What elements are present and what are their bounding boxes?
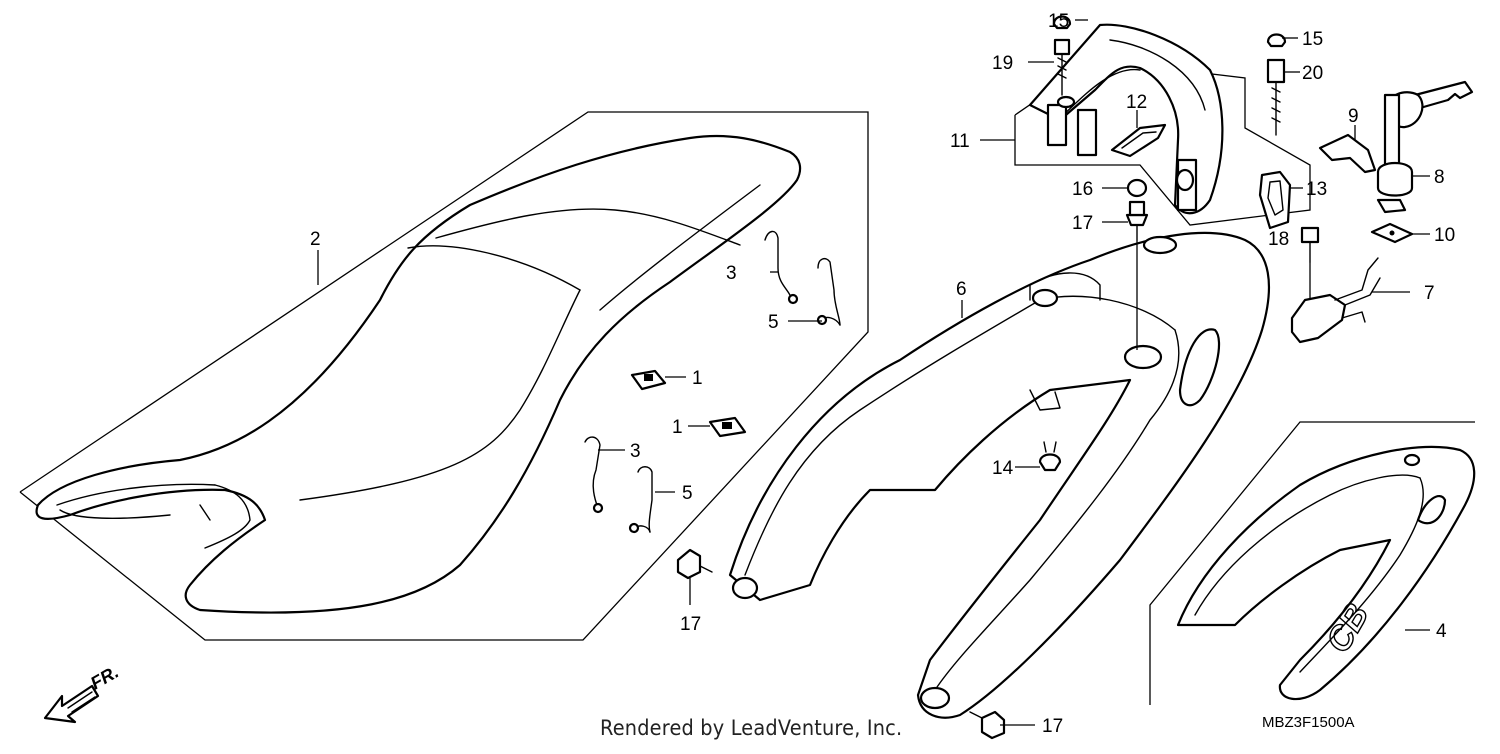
nut-upper-illustration [630,369,667,391]
front-direction-arrow: FR. [43,662,122,724]
bolt-17-left-illustration [676,548,713,580]
grab-rail-illustration [1028,23,1224,215]
callout-17-top: 17 [1072,213,1093,234]
bolt-20-illustration [1266,58,1286,136]
callout-19: 19 [992,53,1013,74]
grommet-16-illustration [1126,178,1148,198]
bolt-17-bottom-illustration [969,710,1006,740]
callout-17-left: 17 [680,614,701,635]
bolt-17-top-illustration [1125,200,1149,241]
callout-8: 8 [1434,167,1445,188]
callout-10: 10 [1434,225,1455,246]
callout-11: 11 [950,131,970,152]
cap-15-right-illustration [1266,33,1287,48]
callout-18: 18 [1268,229,1289,250]
callout-16: 16 [1072,179,1093,200]
callout-5-lower: 5 [682,483,693,504]
key-cylinder-illustration [1376,80,1474,214]
rear-cowl-illustration [728,231,1271,719]
bolt-19-illustration [1053,38,1071,96]
footer-credit: Rendered by LeadVenture, Inc. [600,716,903,740]
side-cover-illustration: CB [1176,445,1476,701]
callout-1-upper: 1 [692,368,703,389]
callout-4: 4 [1436,621,1447,642]
leader-lines [317,19,1430,726]
callout-5-upper: 5 [768,312,779,333]
plate-10-illustration [1370,222,1414,244]
callout-2: 2 [310,229,321,250]
callout-7: 7 [1424,283,1435,304]
diagram-code: MBZ3F1500A [1262,714,1355,731]
callout-3-upper: 3 [726,263,737,284]
callout-1-lower: 1 [672,417,683,438]
clip-9-illustration [1318,133,1377,174]
bolt-18-illustration [1300,226,1320,263]
clip-upper-illustration [764,230,841,326]
callout-13: 13 [1306,179,1327,200]
side-cover-frame [1149,421,1475,705]
callout-15-left: 15 [1048,11,1069,32]
callout-9: 9 [1348,106,1359,127]
nut-lower-illustration [708,416,747,438]
callout-20: 20 [1302,63,1323,84]
callout-6: 6 [956,279,967,300]
rubber-pad-12-illustration [1110,123,1167,158]
callout-15-right: 15 [1302,29,1323,50]
callout-3-lower: 3 [630,441,641,462]
clip-lower-illustration [584,436,653,534]
seat-illustration [35,134,802,614]
callout-17-bottom: 17 [1042,716,1063,737]
cap-15-left-illustration [1052,15,1072,30]
seat-lock-bracket-illustration [1290,257,1381,344]
clip-14-illustration [1038,441,1062,472]
callout-12: 12 [1126,92,1147,113]
seat-group-frame [19,111,869,641]
callout-14: 14 [992,458,1014,479]
callout-labels: 2 3 5 1 1 3 5 17 6 14 17 11 12 13 16 17 … [310,11,1455,737]
rubber-pad-13-illustration [1258,170,1292,230]
